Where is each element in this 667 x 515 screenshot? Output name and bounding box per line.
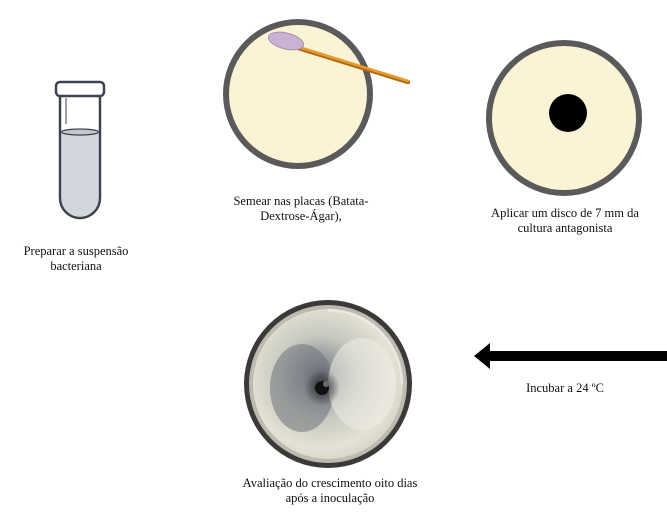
- culture-plate-photo: [244, 298, 414, 470]
- step5-caption-line2: após a inoculação: [212, 491, 448, 506]
- step2-caption-line2: Dextrose-Ágar),: [216, 209, 386, 224]
- step3-caption-line1: Aplicar um disco de 7 mm da: [470, 206, 660, 221]
- step1-caption: Preparar a suspensão bacteriana: [0, 244, 152, 274]
- step2-caption-line1: Semear nas placas (Batata-: [216, 194, 386, 209]
- step4-caption: Incubar a 24 ºC: [490, 381, 640, 396]
- test-tube-icon: [52, 80, 108, 226]
- step4-caption-text: Incubar a 24 ºC: [526, 381, 604, 395]
- step5-caption-line1: Avaliação do crescimento oito dias: [212, 476, 448, 491]
- swab-icon: [222, 8, 417, 173]
- step2-caption: Semear nas placas (Batata- Dextrose-Ágar…: [216, 194, 386, 224]
- step5-caption: Avaliação do crescimento oito dias após …: [212, 476, 448, 506]
- agar-disc-icon: [484, 38, 644, 198]
- step3-caption-line2: cultura antagonista: [470, 221, 660, 236]
- left-arrow-icon: [474, 341, 667, 371]
- step1-caption-line1: Preparar a suspensão: [0, 244, 152, 259]
- step3-caption: Aplicar um disco de 7 mm da cultura anta…: [470, 206, 660, 236]
- step1-caption-line2: bacteriana: [0, 259, 152, 274]
